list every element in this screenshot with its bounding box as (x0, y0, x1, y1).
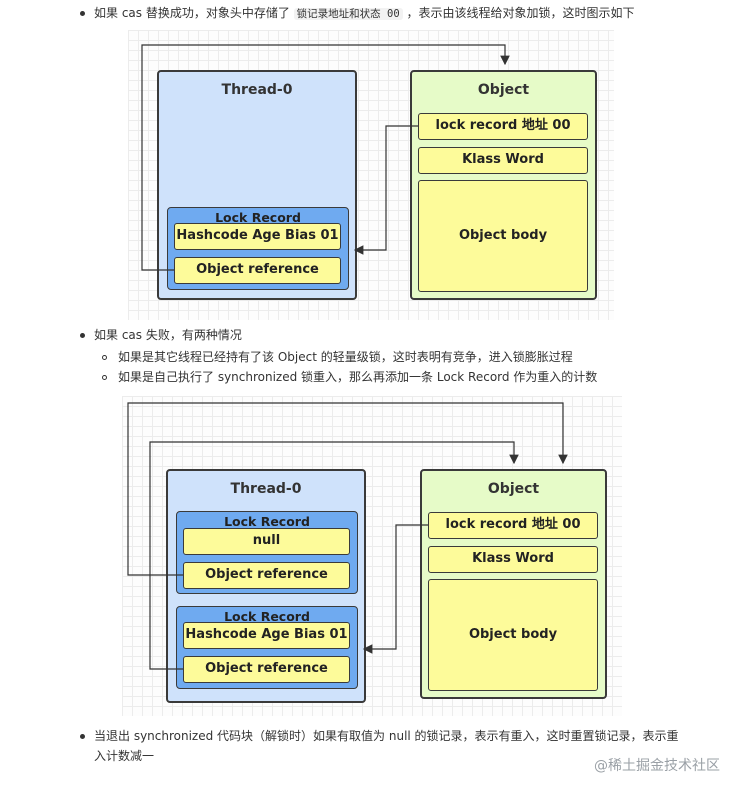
bullet-1-prefix: 如果 cas 替换成功，对象头中存储了 (94, 6, 290, 20)
thread-title: Thread-0 (230, 481, 302, 497)
object-lock-record-cell: lock record 地址 00 (418, 113, 588, 140)
lock-record-hashcode-cell: Hashcode Age Bias 01 (174, 223, 341, 250)
bullet-2-sub-2: 如果是自己执行了 synchronized 锁重入，那么再添加一条 Lock R… (118, 370, 598, 384)
bullet-dot (80, 333, 85, 338)
sub-bullet-dot (102, 355, 107, 360)
inline-code: 锁记录地址和状态 00 (293, 8, 403, 20)
bullet-3-line-2: 入计数减一 (94, 749, 155, 763)
sub-bullet-dot (102, 375, 107, 380)
object-body-cell: Object body (418, 180, 588, 292)
object-lock-record-cell: lock record 地址 00 (428, 512, 598, 539)
object-body-cell: Object body (428, 579, 598, 691)
object-title: Object (487, 481, 540, 497)
lock-record-objref-cell: Object reference (174, 257, 341, 284)
lock-record-objref-cell: Object reference (183, 562, 350, 589)
thread-title: Thread-0 (221, 82, 293, 98)
bullet-2-sub-1: 如果是其它线程已经持有了该 Object 的轻量级锁，这时表明有竞争，进入锁膨胀… (118, 350, 573, 364)
lock-record-title: Lock Record (224, 514, 310, 529)
object-klass-word-cell: Klass Word (418, 147, 588, 174)
bullet-dot (80, 734, 85, 739)
lock-record-hashcode-cell: Hashcode Age Bias 01 (183, 622, 350, 649)
bullet-2-text: 如果 cas 失败，有两种情况 (94, 328, 242, 342)
object-klass-word-cell: Klass Word (428, 546, 598, 573)
bullet-1-suffix: ，表示由该线程给对象加锁，这时图示如下 (406, 6, 635, 20)
bullet-3-line-1: 当退出 synchronized 代码块（解锁时）如果有取值为 null 的锁记… (94, 729, 679, 743)
lock-record-objref-cell: Object reference (183, 656, 350, 683)
bullet-dot (80, 11, 85, 16)
brand-watermark: @稀土掘金技术社区 (594, 758, 720, 774)
object-title: Object (477, 82, 530, 98)
lock-record-null-cell: null (183, 528, 350, 555)
bullet-1-text: 如果 cas 替换成功，对象头中存储了 锁记录地址和状态 00 ，表示由该线程给… (94, 5, 634, 22)
